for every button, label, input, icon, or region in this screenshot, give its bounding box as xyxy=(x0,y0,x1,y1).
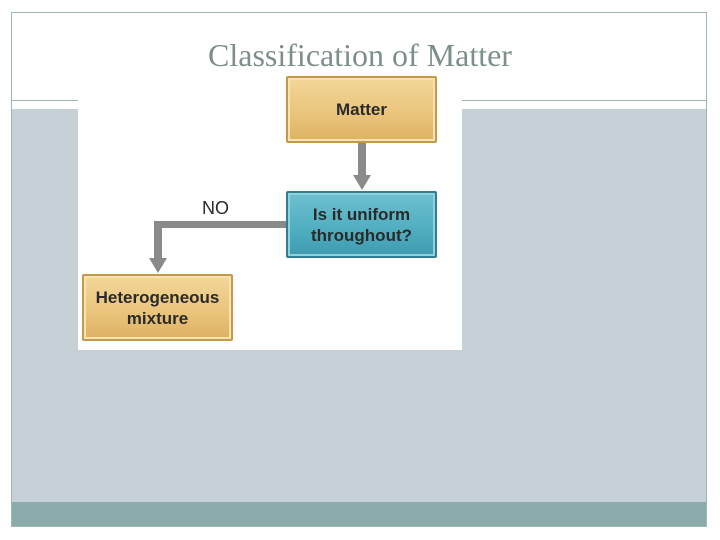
footer-bar xyxy=(12,502,706,526)
node-uniform-label-line2: throughout? xyxy=(310,225,412,245)
node-matter: Matter xyxy=(286,76,437,143)
node-heterogeneous-label-line2: mixture xyxy=(126,308,189,328)
edge-label-no: NO xyxy=(202,198,229,218)
flowchart-arrows xyxy=(149,143,371,273)
node-heterogeneous-label-line1: Heterogeneous xyxy=(95,287,220,307)
arrow-matter-to-uniform xyxy=(353,143,371,190)
node-heterogeneous-mixture: Heterogeneous mixture xyxy=(82,274,233,341)
node-uniform-label-line1: Is it uniform xyxy=(312,204,411,224)
node-uniform-question: Is it uniform throughout? xyxy=(286,191,437,258)
node-matter-label: Matter xyxy=(335,100,387,119)
flowchart-diagram: Matter Is it uniform throughout? NO Hete… xyxy=(78,74,462,350)
arrow-uniform-to-heterogeneous xyxy=(149,221,286,273)
slide-title: Classification of Matter xyxy=(208,37,512,73)
